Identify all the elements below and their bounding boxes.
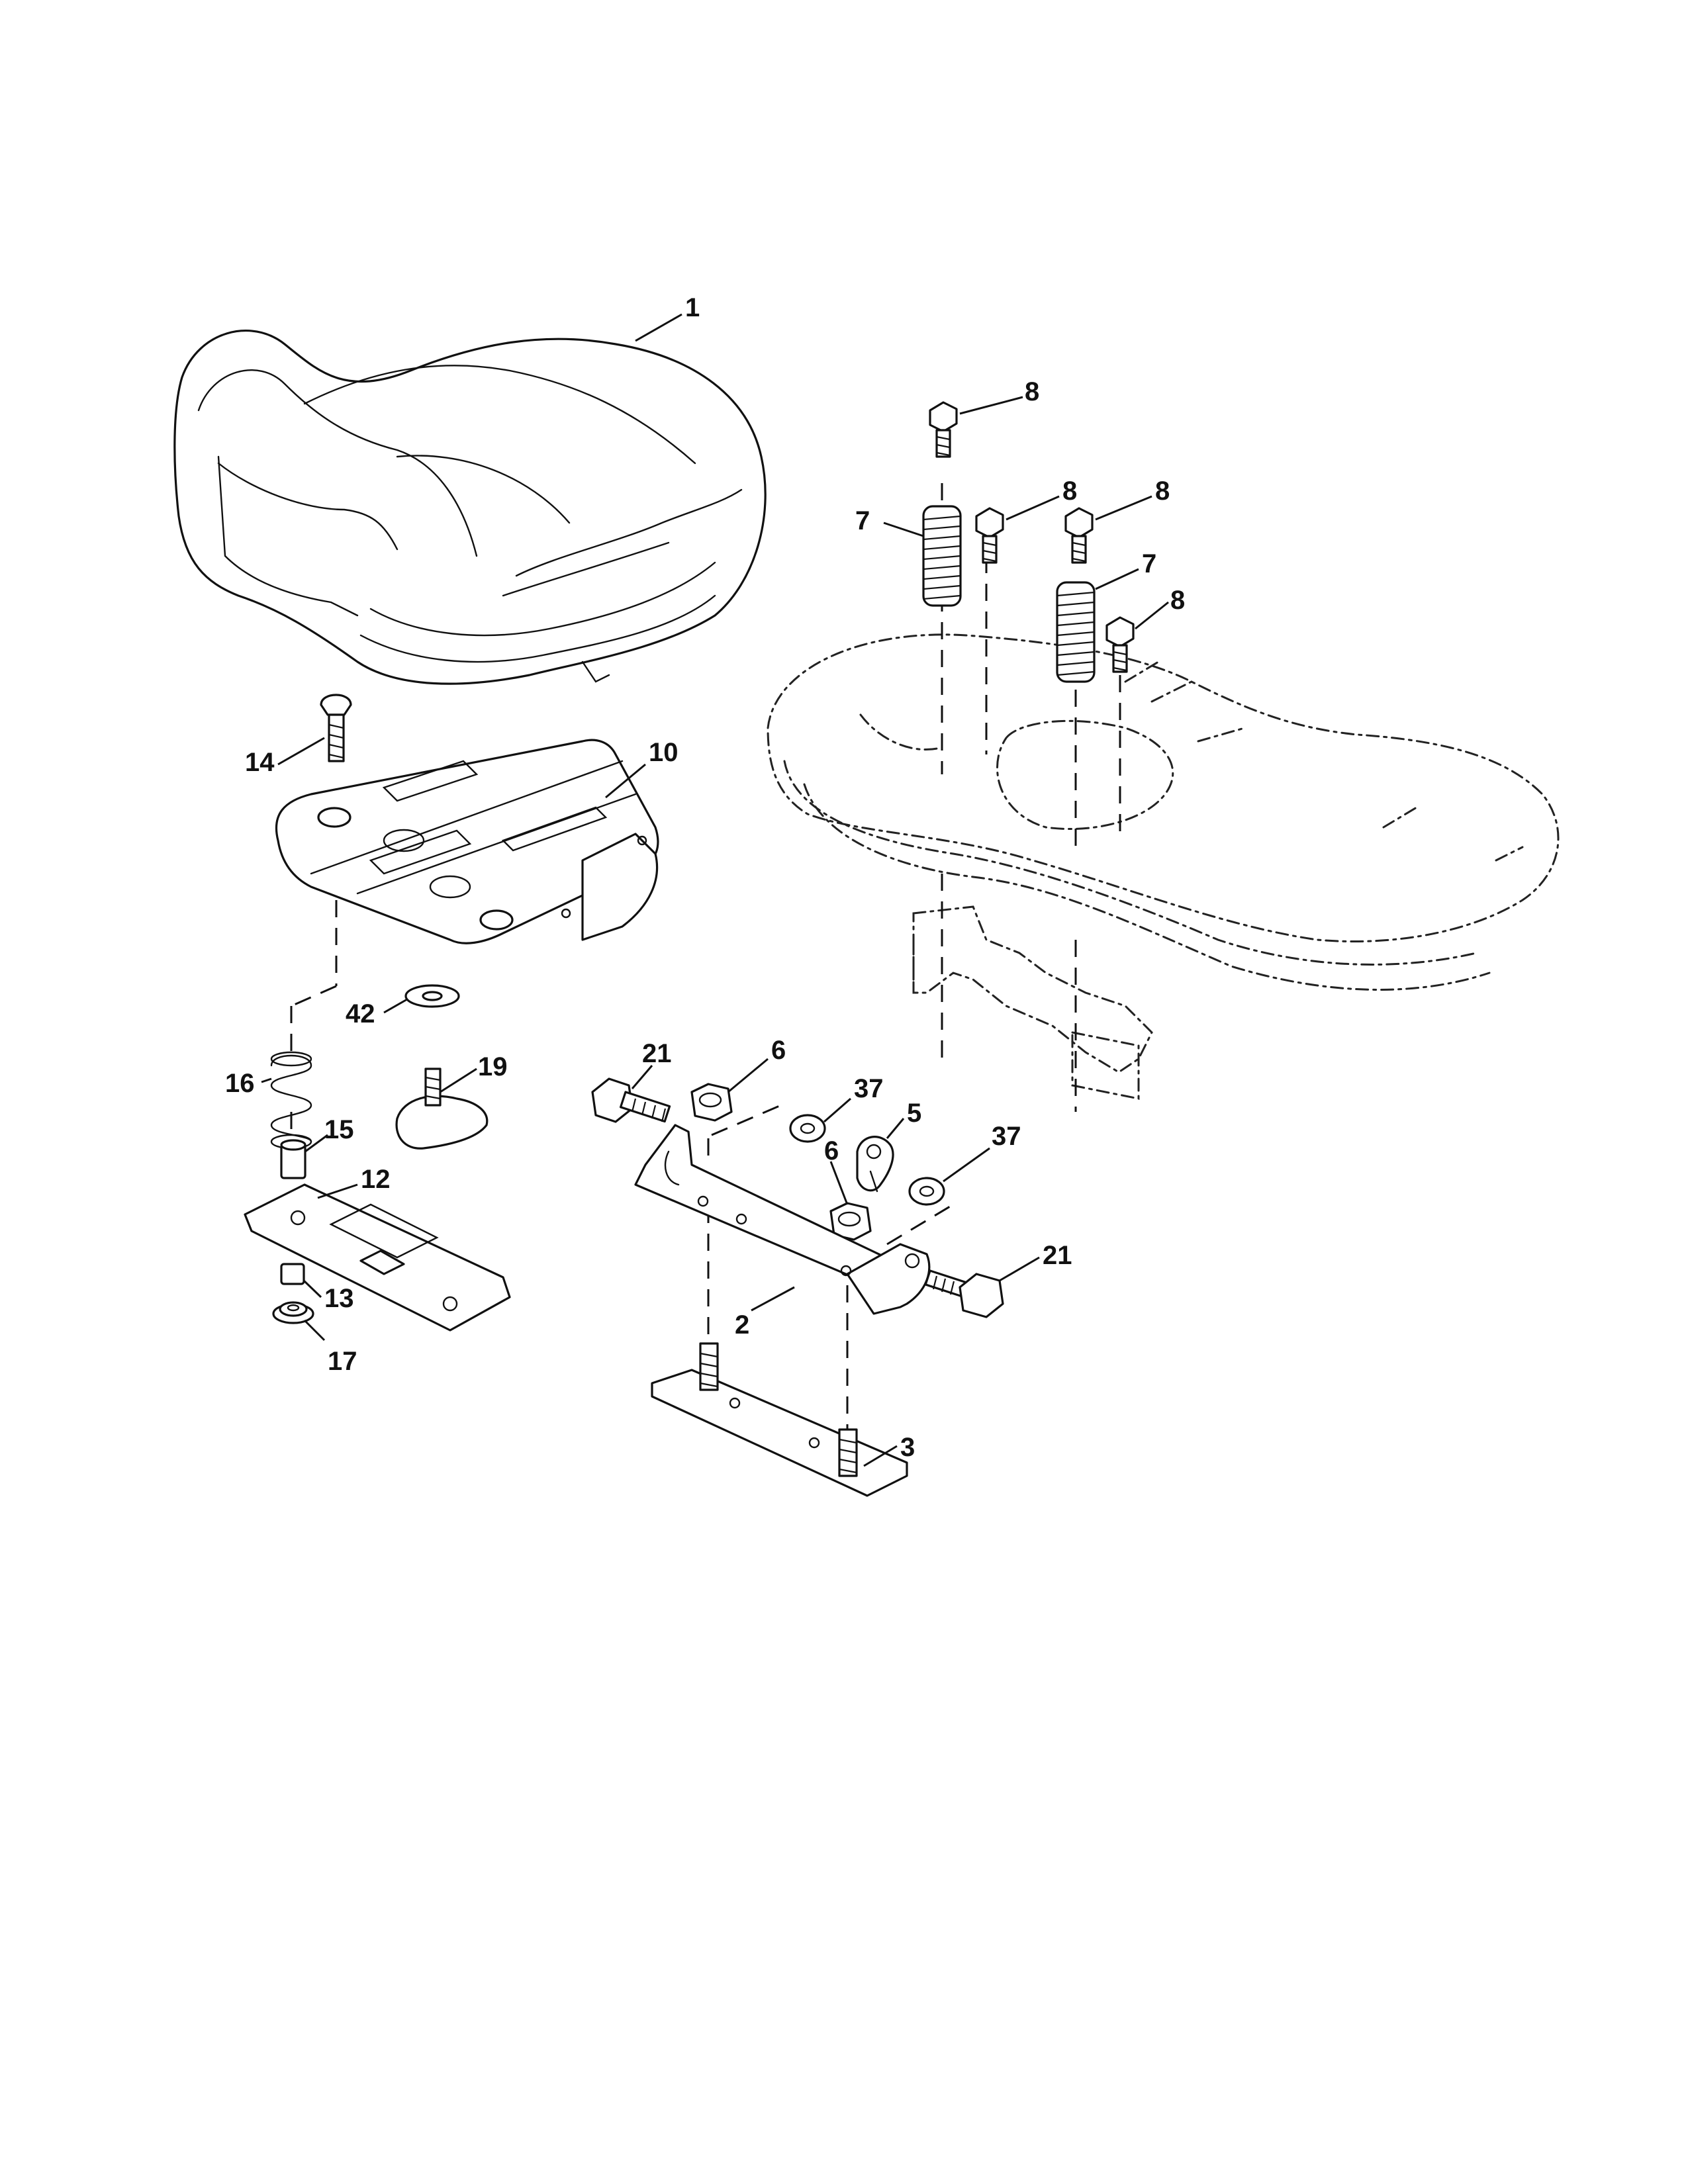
seat [173,330,767,685]
shoulder-bolt-2 [975,507,1004,564]
callout-8-lower: 8 [1170,586,1185,615]
mount-plate-studs [651,1342,908,1497]
callout-7-right: 7 [1142,549,1156,578]
shoulder-bolt-1 [929,401,958,458]
lock-nut-top [690,1083,733,1122]
callout-13: 13 [324,1284,354,1313]
assembly-guide-lines [290,483,1121,1430]
hex-nut-small [280,1263,305,1285]
callout-15: 15 [324,1115,354,1144]
spacer [280,1139,306,1179]
washer [404,984,460,1008]
callout-37-upper: 37 [854,1074,884,1103]
callout-1: 1 [685,293,700,322]
hex-bolt-left [591,1077,671,1123]
wing-knob [395,1068,489,1150]
callout-16: 16 [225,1069,255,1098]
fender-frame-outline [767,633,1560,1100]
hex-nut-37-upper [789,1114,826,1143]
callout-2: 2 [735,1310,749,1340]
seat-pan [275,739,659,944]
callout-14: 14 [245,748,275,777]
shoulder-bolt-4 [1105,616,1135,673]
callout-12: 12 [361,1165,391,1194]
compression-spring [270,1051,312,1150]
callout-8-mid-right: 8 [1155,477,1170,506]
callout-7-left: 7 [855,506,870,535]
callout-6-top: 6 [771,1036,786,1065]
callout-19: 19 [478,1052,508,1081]
callout-labels: 1 8 8 8 8 7 7 10 14 42 19 16 15 12 13 17… [225,293,1185,1462]
callout-17: 17 [328,1347,357,1376]
seat-bracket [634,1124,931,1315]
flange-nut [272,1301,314,1324]
shoulder-bolt-3 [1064,507,1094,564]
callout-10: 10 [649,738,679,767]
callout-37-lower: 37 [992,1122,1021,1151]
leader-lines [261,313,1169,1467]
hex-nut-37-lower [908,1177,945,1206]
callout-6-lower: 6 [824,1136,839,1165]
callout-3: 3 [900,1433,915,1462]
callout-8-top: 8 [1025,377,1039,406]
hex-bolt-right [924,1269,1004,1318]
slide-plate [244,1183,511,1332]
callout-21-right: 21 [1043,1241,1072,1270]
seat-switch [856,1136,894,1193]
callout-8-mid-left: 8 [1062,477,1077,506]
callout-21-left: 21 [642,1039,672,1068]
callout-42: 42 [346,999,375,1028]
bumper-spring-left [922,505,962,607]
carriage-bolt [320,694,352,762]
callout-5: 5 [907,1099,921,1128]
bumper-spring-right [1056,581,1096,683]
